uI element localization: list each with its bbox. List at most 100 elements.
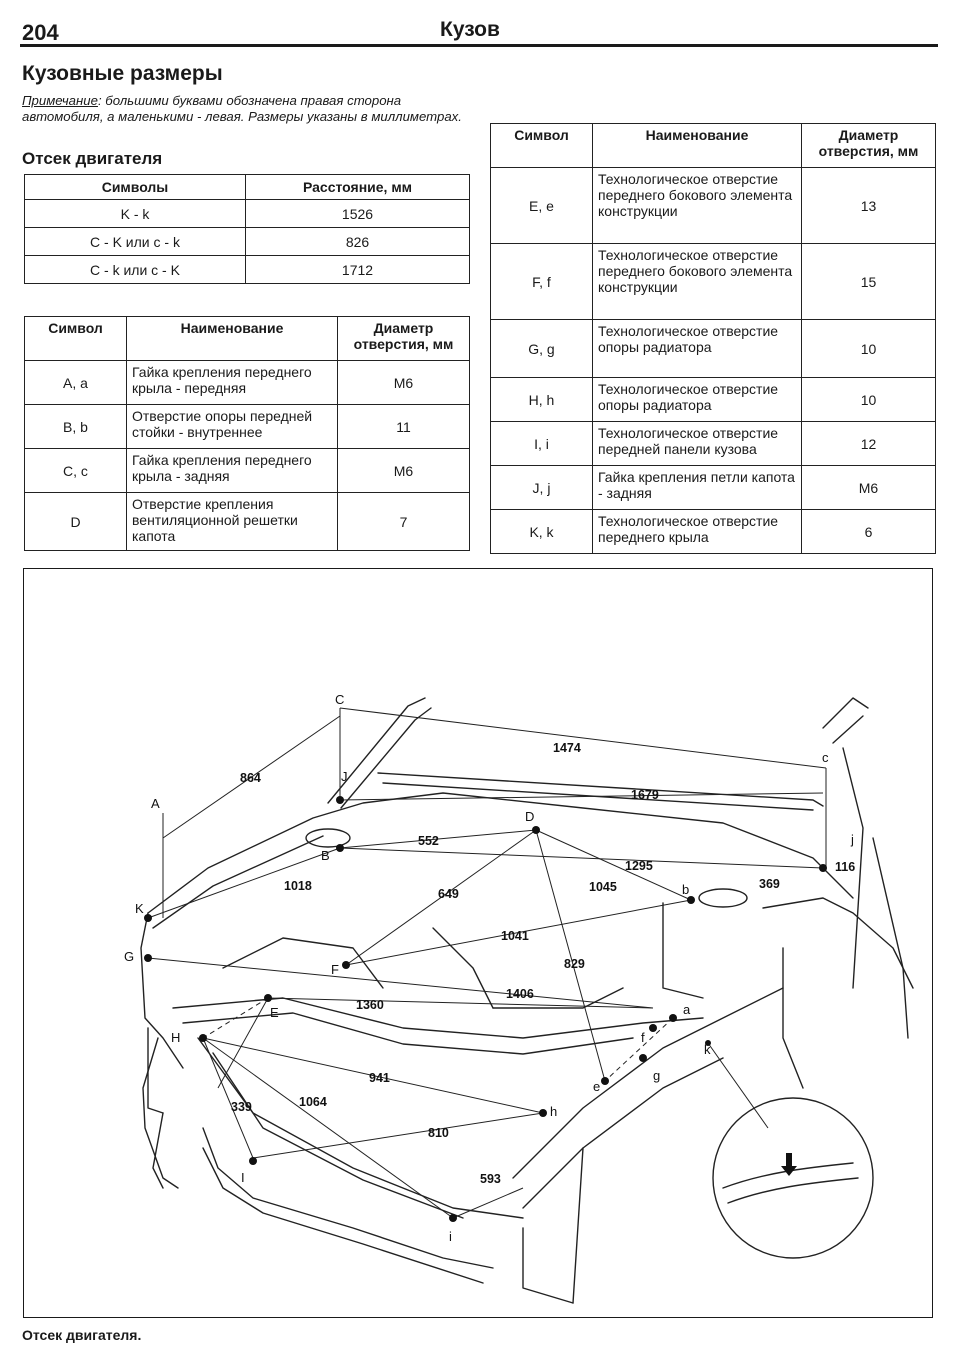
table-cell: K - k <box>24 199 246 228</box>
detail-arrow-icon <box>781 1153 797 1176</box>
figure-caption: Отсек двигателя. <box>22 1327 142 1343</box>
table-cell: 6 <box>801 509 936 554</box>
dim-810: 810 <box>428 1126 449 1140</box>
table-row: I, i Технологическое отверстие передней … <box>490 421 936 466</box>
point-D <box>532 826 540 834</box>
point-f <box>649 1024 657 1032</box>
table-row: D Отверстие крепления вентиляционной реш… <box>24 492 470 551</box>
table-cell: Отверстие крепления вентиляционной решет… <box>126 492 338 551</box>
column-header: Наименование <box>592 123 802 168</box>
table-header-row: Символ Наименование Диаметр отверстия, м… <box>24 316 470 361</box>
dim-829: 829 <box>564 957 585 971</box>
dim-1406: 1406 <box>506 987 534 1001</box>
table-row: K, k Технологическое отверстие переднего… <box>490 509 936 554</box>
table-cell: Гайка крепления переднего крыла - передн… <box>126 360 338 405</box>
point-J <box>336 796 344 804</box>
dim-1041: 1041 <box>501 929 529 943</box>
label-J: J <box>341 769 348 784</box>
table-row: G, g Технологическое отверстие опоры рад… <box>490 319 936 378</box>
label-j: j <box>850 832 854 847</box>
table-cell: 10 <box>801 319 936 378</box>
label-C: C <box>335 692 344 707</box>
table-cell: 10 <box>801 377 936 422</box>
point-k <box>705 1040 711 1046</box>
table-cell: C, c <box>24 448 127 493</box>
table-cell: Технологическое отверстие переднего боко… <box>592 167 802 244</box>
label-F: F <box>331 962 339 977</box>
dim-1045: 1045 <box>589 880 617 894</box>
point-h <box>539 1109 547 1117</box>
label-f: f <box>641 1030 645 1045</box>
point-H <box>199 1034 207 1042</box>
page-number: 204 <box>22 20 59 45</box>
label-e: e <box>593 1079 600 1094</box>
engine-compartment-diagram: A C J B D K G F E H I c j b a f g e h i … <box>124 692 914 1304</box>
point-e <box>601 1077 609 1085</box>
hole-table-right: Символ Наименование Диаметр отверстия, м… <box>490 123 936 554</box>
label-B: B <box>321 848 330 863</box>
table-cell: I, i <box>490 421 593 466</box>
label-g: g <box>653 1068 660 1083</box>
dim-593: 593 <box>480 1172 501 1186</box>
table-row: J, j Гайка крепления петли капота - задн… <box>490 465 936 510</box>
table-cell: 1712 <box>245 255 470 284</box>
label-a: a <box>683 1002 691 1017</box>
table-row: F, f Технологическое отверстие переднего… <box>490 243 936 320</box>
table-cell: 12 <box>801 421 936 466</box>
dim-1679: 1679 <box>631 788 659 802</box>
label-c: c <box>822 750 829 765</box>
dim-1064: 1064 <box>299 1095 327 1109</box>
dimension-labels: 1474 864 1679 552 1295 1018 1045 369 116… <box>231 741 855 1186</box>
table-cell: J, j <box>490 465 593 510</box>
point-K <box>144 914 152 922</box>
table-row: A, a Гайка крепления переднего крыла - п… <box>24 360 470 405</box>
body-outline <box>140 697 914 1304</box>
header-rule <box>20 44 938 47</box>
dim-339: 339 <box>231 1100 252 1114</box>
label-E: E <box>270 1005 279 1020</box>
point-g <box>639 1054 647 1062</box>
subsection-title: Отсек двигателя <box>22 149 163 168</box>
note-label: Примечание <box>22 93 98 108</box>
table-header-row: Символы Расстояние, мм <box>24 174 470 200</box>
table-cell: Технологическое отверстие опоры радиатор… <box>592 319 802 378</box>
table-cell: Технологическое отверстие передней панел… <box>592 421 802 466</box>
point-F <box>342 961 350 969</box>
dimension-lines <box>147 707 827 1219</box>
distance-table: Символы Расстояние, мм K - k 1526 C - K … <box>24 174 470 284</box>
label-G: G <box>124 949 134 964</box>
dim-1474: 1474 <box>553 741 581 755</box>
table-row: H, h Технологическое отверстие опоры рад… <box>490 377 936 422</box>
table-cell: G, g <box>490 319 593 378</box>
point-a <box>669 1014 677 1022</box>
table-cell: Технологическое отверстие опоры радиатор… <box>592 377 802 422</box>
column-header: Диаметр отверстия, мм <box>337 316 470 361</box>
table-cell: 13 <box>801 167 936 244</box>
table-cell: 11 <box>337 404 470 449</box>
label-H: H <box>171 1030 180 1045</box>
hole-table-left: Символ Наименование Диаметр отверстия, м… <box>24 316 470 551</box>
dim-864: 864 <box>240 771 261 785</box>
table-cell: Отверстие опоры передней стойки - внутре… <box>126 404 338 449</box>
table-cell: E, e <box>490 167 593 244</box>
table-cell: A, a <box>24 360 127 405</box>
table-row: K - k 1526 <box>24 199 470 228</box>
dim-649: 649 <box>438 887 459 901</box>
table-row: C - k или c - K 1712 <box>24 255 470 284</box>
table-header-row: Символ Наименование Диаметр отверстия, м… <box>490 123 936 168</box>
point-labels: A C J B D K G F E H I c j b a f g e h i … <box>124 692 854 1244</box>
dim-1295: 1295 <box>625 859 653 873</box>
label-K: K <box>135 901 144 916</box>
point-b <box>687 896 695 904</box>
column-header: Символ <box>24 316 127 361</box>
point-E <box>264 994 272 1002</box>
point-I <box>249 1157 257 1165</box>
column-header: Наименование <box>126 316 338 361</box>
table-cell: H, h <box>490 377 593 422</box>
point-i <box>449 1214 457 1222</box>
table-cell: 15 <box>801 243 936 320</box>
running-title: Кузов <box>440 18 500 41</box>
table-cell: M6 <box>337 448 470 493</box>
table-cell: C - K или c - k <box>24 227 246 256</box>
dim-941: 941 <box>369 1071 390 1085</box>
